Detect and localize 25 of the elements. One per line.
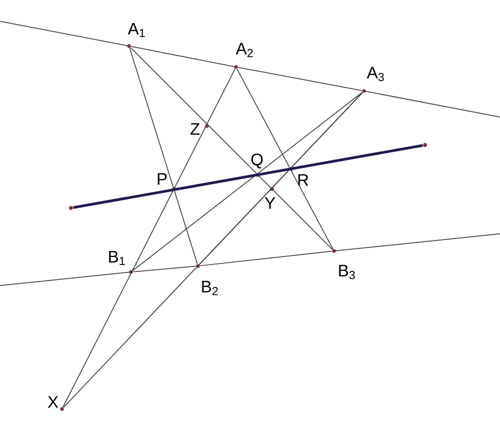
point-label: B$_{2}$ (196, 264, 218, 296)
line (62, 68, 236, 408)
point (69, 206, 73, 210)
point-label: A$_{3}$ (362, 66, 384, 93)
line (238, 66, 362, 92)
point-label: Z (190, 123, 209, 135)
point-label: A$_{1}$ (127, 22, 145, 48)
line (130, 46, 234, 67)
point-label: B$_{1}$ (109, 250, 133, 274)
point-label: X (48, 396, 64, 411)
point (423, 143, 427, 147)
point-label: R (289, 167, 308, 186)
line (200, 250, 332, 266)
point-label: A$_{2}$ (234, 42, 253, 69)
line (132, 266, 196, 272)
point-label: P (158, 173, 176, 191)
line (236, 68, 334, 250)
line (63, 92, 363, 408)
point-label: B$_{3}$ (332, 249, 355, 280)
point-label: Y (264, 187, 276, 209)
line (73, 144, 423, 209)
line (129, 48, 198, 264)
line (132, 92, 363, 272)
point-label: Q (251, 154, 263, 177)
line (130, 47, 333, 250)
